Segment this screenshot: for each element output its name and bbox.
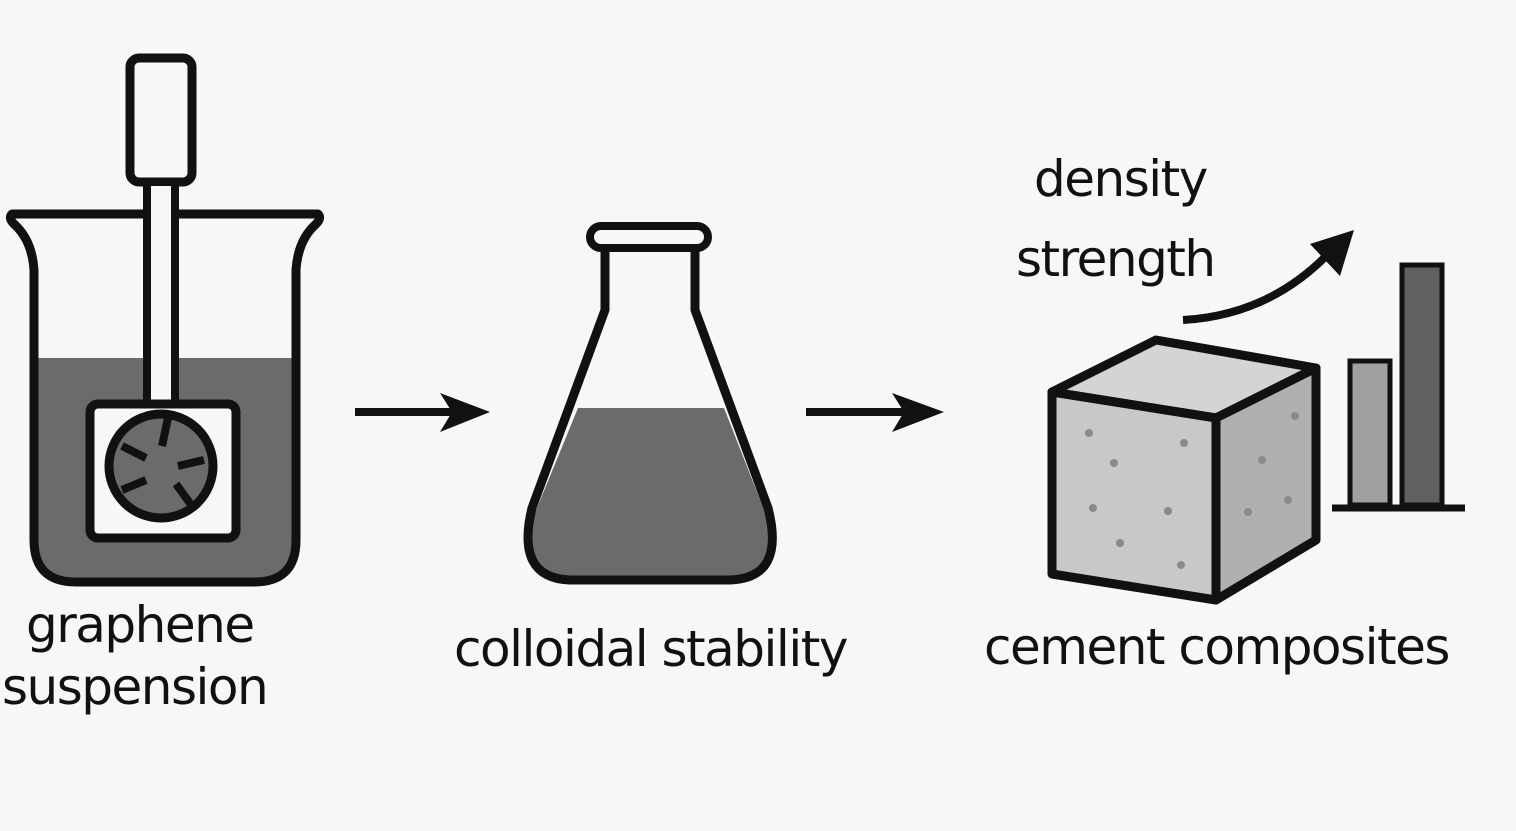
step-label-suspension: suspension	[2, 658, 269, 716]
arrow-right-icon	[355, 393, 490, 432]
step-label-graphene: graphene	[26, 596, 255, 654]
bar-2	[1399, 262, 1445, 508]
step-label-cement-composites: cement composites	[984, 618, 1450, 676]
cement-cube-icon	[1047, 335, 1321, 605]
beaker-icon	[5, 53, 325, 587]
bar-chart-icon	[1332, 262, 1465, 512]
annotation-density: density	[1034, 150, 1208, 208]
flask-outline	[523, 246, 777, 585]
stirrer-motor	[125, 53, 197, 187]
bar-1	[1347, 358, 1393, 508]
cube-side	[1211, 363, 1321, 605]
cube-front	[1047, 387, 1221, 605]
aggregate-dots	[1085, 412, 1299, 569]
arrow-right-icon	[806, 393, 944, 432]
stirrer-shaft	[143, 178, 179, 408]
annotation-strength: strength	[1016, 230, 1216, 288]
beaker-outline	[5, 209, 325, 587]
trend-up-arrow-icon	[1182, 230, 1354, 324]
impeller	[104, 409, 218, 523]
flask-liquid	[528, 408, 772, 576]
flask-icon	[523, 222, 777, 585]
flask-rim	[586, 222, 712, 252]
step-label-colloidal-stability: colloidal stability	[454, 620, 848, 678]
